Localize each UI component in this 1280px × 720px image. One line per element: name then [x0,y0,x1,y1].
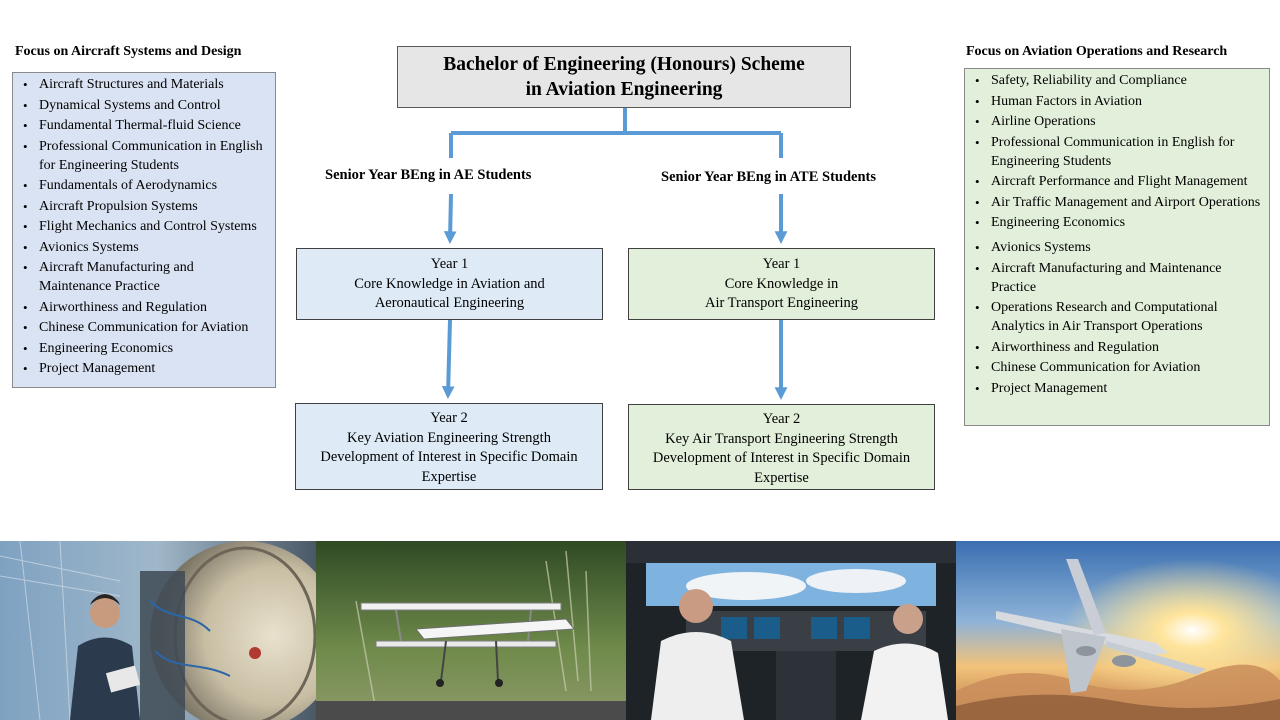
year-title: Year 1 [762,256,801,272]
list-item: Chinese Communication for Aviation [975,358,1263,377]
list-item: Aircraft Propulsion Systems [23,197,269,216]
list-item: Flight Mechanics and Control Systems [23,217,269,236]
year-description: Core Knowledge in Aviation and [354,275,545,292]
year-description: Core Knowledge in [724,275,839,292]
ae-year1-box: Year 1 Core Knowledge in Aviation and Ae… [296,248,603,320]
year-description: Key Air Transport Engineering Strength [665,430,898,447]
ae-branch-label: Senior Year BEng in AE Students [325,167,532,183]
aircraft-systems-course-list: Aircraft Structures and Materials Dynami… [12,72,276,388]
right-panel-heading: Focus on Aviation Operations and Researc… [966,44,1228,59]
title-line-2: in Aviation Engineering [525,79,723,100]
title-line-1: Bachelor of Engineering (Honours) Scheme [443,54,805,75]
aviation-operations-course-list: Safety, Reliability and Compliance Human… [964,68,1270,426]
list-item: Air Traffic Management and Airport Opera… [975,193,1263,212]
year-title: Year 1 [430,256,469,272]
year-description: Air Transport Engineering [704,295,859,311]
programme-title-box: Bachelor of Engineering (Honours) Scheme… [397,46,851,108]
list-item: Aircraft Structures and Materials [23,75,269,94]
list-item: Fundamental Thermal-fluid Science [23,116,269,135]
ate-year2-box: Year 2 Key Air Transport Engineering Str… [628,404,935,490]
year-description: Development of Interest in Specific Doma… [320,449,578,465]
year-title: Year 2 [762,411,801,427]
list-item: Airworthiness and Regulation [975,338,1263,357]
year-description: Key Aviation Engineering Strength [347,429,551,446]
ae-year2-box: Year 2 Key Aviation Engineering Strength… [295,403,603,490]
list-item: Dynamical Systems and Control [23,96,269,115]
year-description: Development of Interest in Specific Doma… [652,450,911,466]
pilots-in-cockpit-photo [626,541,956,720]
list-item: Engineering Economics [975,213,1263,232]
year-title: Year 2 [430,410,468,426]
list-item: Fundamentals of Aerodynamics [23,176,269,195]
list-item: Avionics Systems [23,238,269,257]
list-item: Human Factors in Aviation [975,92,1263,111]
list-item: Avionics Systems [975,238,1263,257]
year-description: Expertise [421,468,477,485]
ate-year1-box: Year 1 Core Knowledge in Air Transport E… [628,248,935,320]
biplane-drone-landing-photo [316,541,626,720]
left-panel-heading: Focus on Aircraft Systems and Design [15,44,242,59]
list-item: Aircraft Manufacturing and Maintenance P… [23,258,269,296]
left-course-list: Aircraft Structures and Materials Dynami… [19,75,269,378]
year-description: Expertise [754,469,809,486]
list-item: Project Management [23,359,269,378]
airliner-above-clouds-sunset-photo [956,541,1280,720]
list-item: Engineering Economics [23,339,269,358]
right-course-list: Safety, Reliability and Compliance Human… [971,71,1263,398]
list-item: Aircraft Performance and Flight Manageme… [975,172,1263,191]
list-item: Project Management [975,379,1263,398]
list-item: Professional Communication in English fo… [23,137,269,175]
ae-arrow-to-year1 [443,193,457,244]
flow-connectors [441,108,788,400]
list-item: Aircraft Manufacturing and Maintenance P… [975,259,1263,297]
list-item: Airline Operations [975,112,1263,131]
list-item: Professional Communication in English fo… [975,133,1263,171]
list-item: Safety, Reliability and Compliance [975,71,1263,90]
list-item: Operations Research and Computational An… [975,298,1263,336]
engineer-inspecting-engine-photo [0,541,316,720]
list-item: Chinese Communication for Aviation [23,318,269,337]
ate-branch-label: Senior Year BEng in ATE Students [661,169,877,185]
list-item: Airworthiness and Regulation [23,298,269,317]
year-description: Aeronautical Engineering [374,295,525,311]
ae-arrow-to-year2 [441,319,455,399]
